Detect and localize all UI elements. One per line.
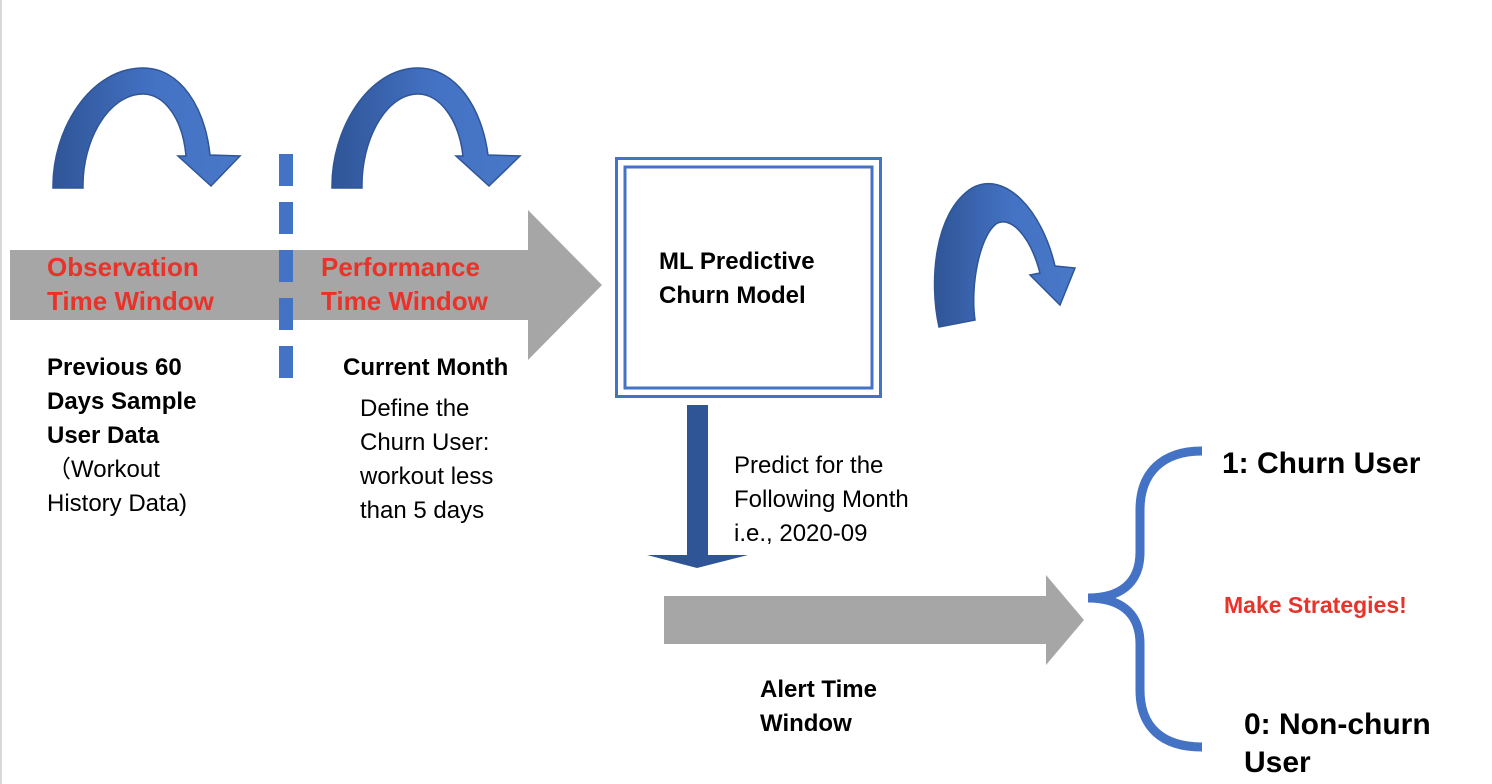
prediction-down-arrow bbox=[647, 405, 748, 568]
outcome-brace bbox=[1087, 446, 1203, 752]
alert-arrow bbox=[664, 575, 1084, 665]
observation-window-label: Observation Time Window bbox=[47, 252, 214, 316]
performance-period: Current Month bbox=[343, 354, 509, 381]
observation-description: Previous 60 Days Sample User Data bbox=[47, 354, 197, 449]
make-strategies-callout: Make Strategies! bbox=[1224, 592, 1407, 618]
churn-definition: Define the Churn User: workout less than… bbox=[360, 395, 494, 524]
model-box-inner-border bbox=[623, 165, 874, 390]
model-curved-arrow bbox=[933, 182, 1077, 328]
performance-curved-arrow bbox=[331, 67, 522, 189]
non-churn-outcome: 0: Non-churn User bbox=[1244, 708, 1431, 779]
churn-outcome: 1: Churn User bbox=[1222, 447, 1421, 480]
observation-data-note: （Workout History Data) bbox=[47, 456, 188, 517]
performance-window-label: Performance Time Window bbox=[321, 252, 488, 316]
timeline-arrow bbox=[10, 210, 602, 360]
model-box bbox=[615, 157, 882, 398]
observation-curved-arrow bbox=[52, 67, 242, 189]
alert-window-label: Alert Time Window bbox=[760, 676, 877, 737]
model-label: ML Predictive Churn Model bbox=[659, 248, 815, 309]
prediction-note: Predict for the Following Month i.e., 20… bbox=[734, 452, 909, 547]
page-border-line bbox=[0, 0, 2, 784]
